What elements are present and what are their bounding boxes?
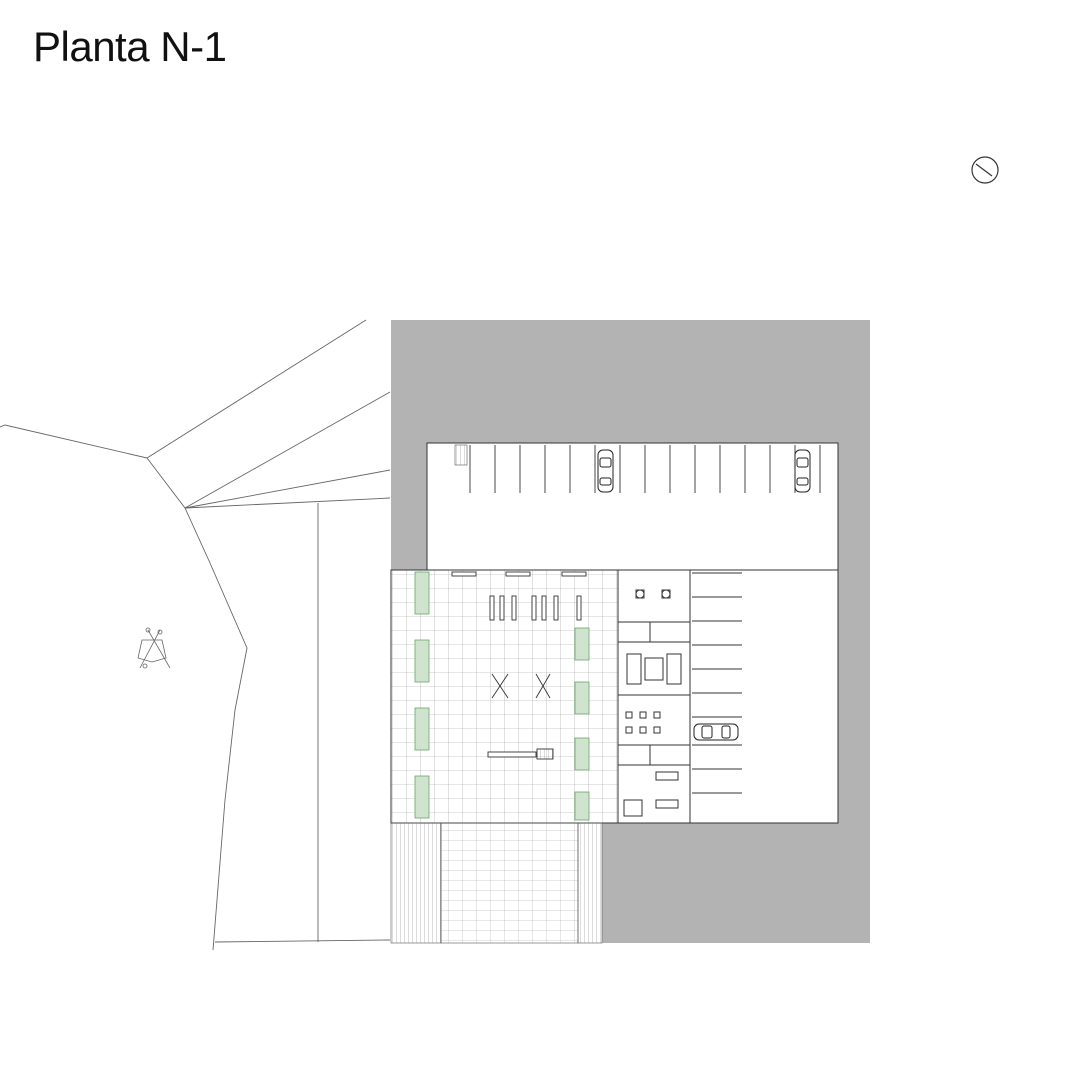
plant-icon: [414, 571, 590, 821]
car-icon: [597, 449, 614, 493]
page-title: Planta N-1: [33, 23, 227, 70]
building-solid-mass: [391, 320, 870, 943]
site-boundary-lines: [0, 319, 391, 951]
plaza-furniture: [451, 571, 587, 760]
north-arrow-icon: [971, 156, 999, 184]
car-icon: [693, 723, 739, 741]
office-rooms: [617, 569, 691, 824]
car-icon: [794, 449, 811, 493]
boat-icon: [137, 627, 171, 669]
